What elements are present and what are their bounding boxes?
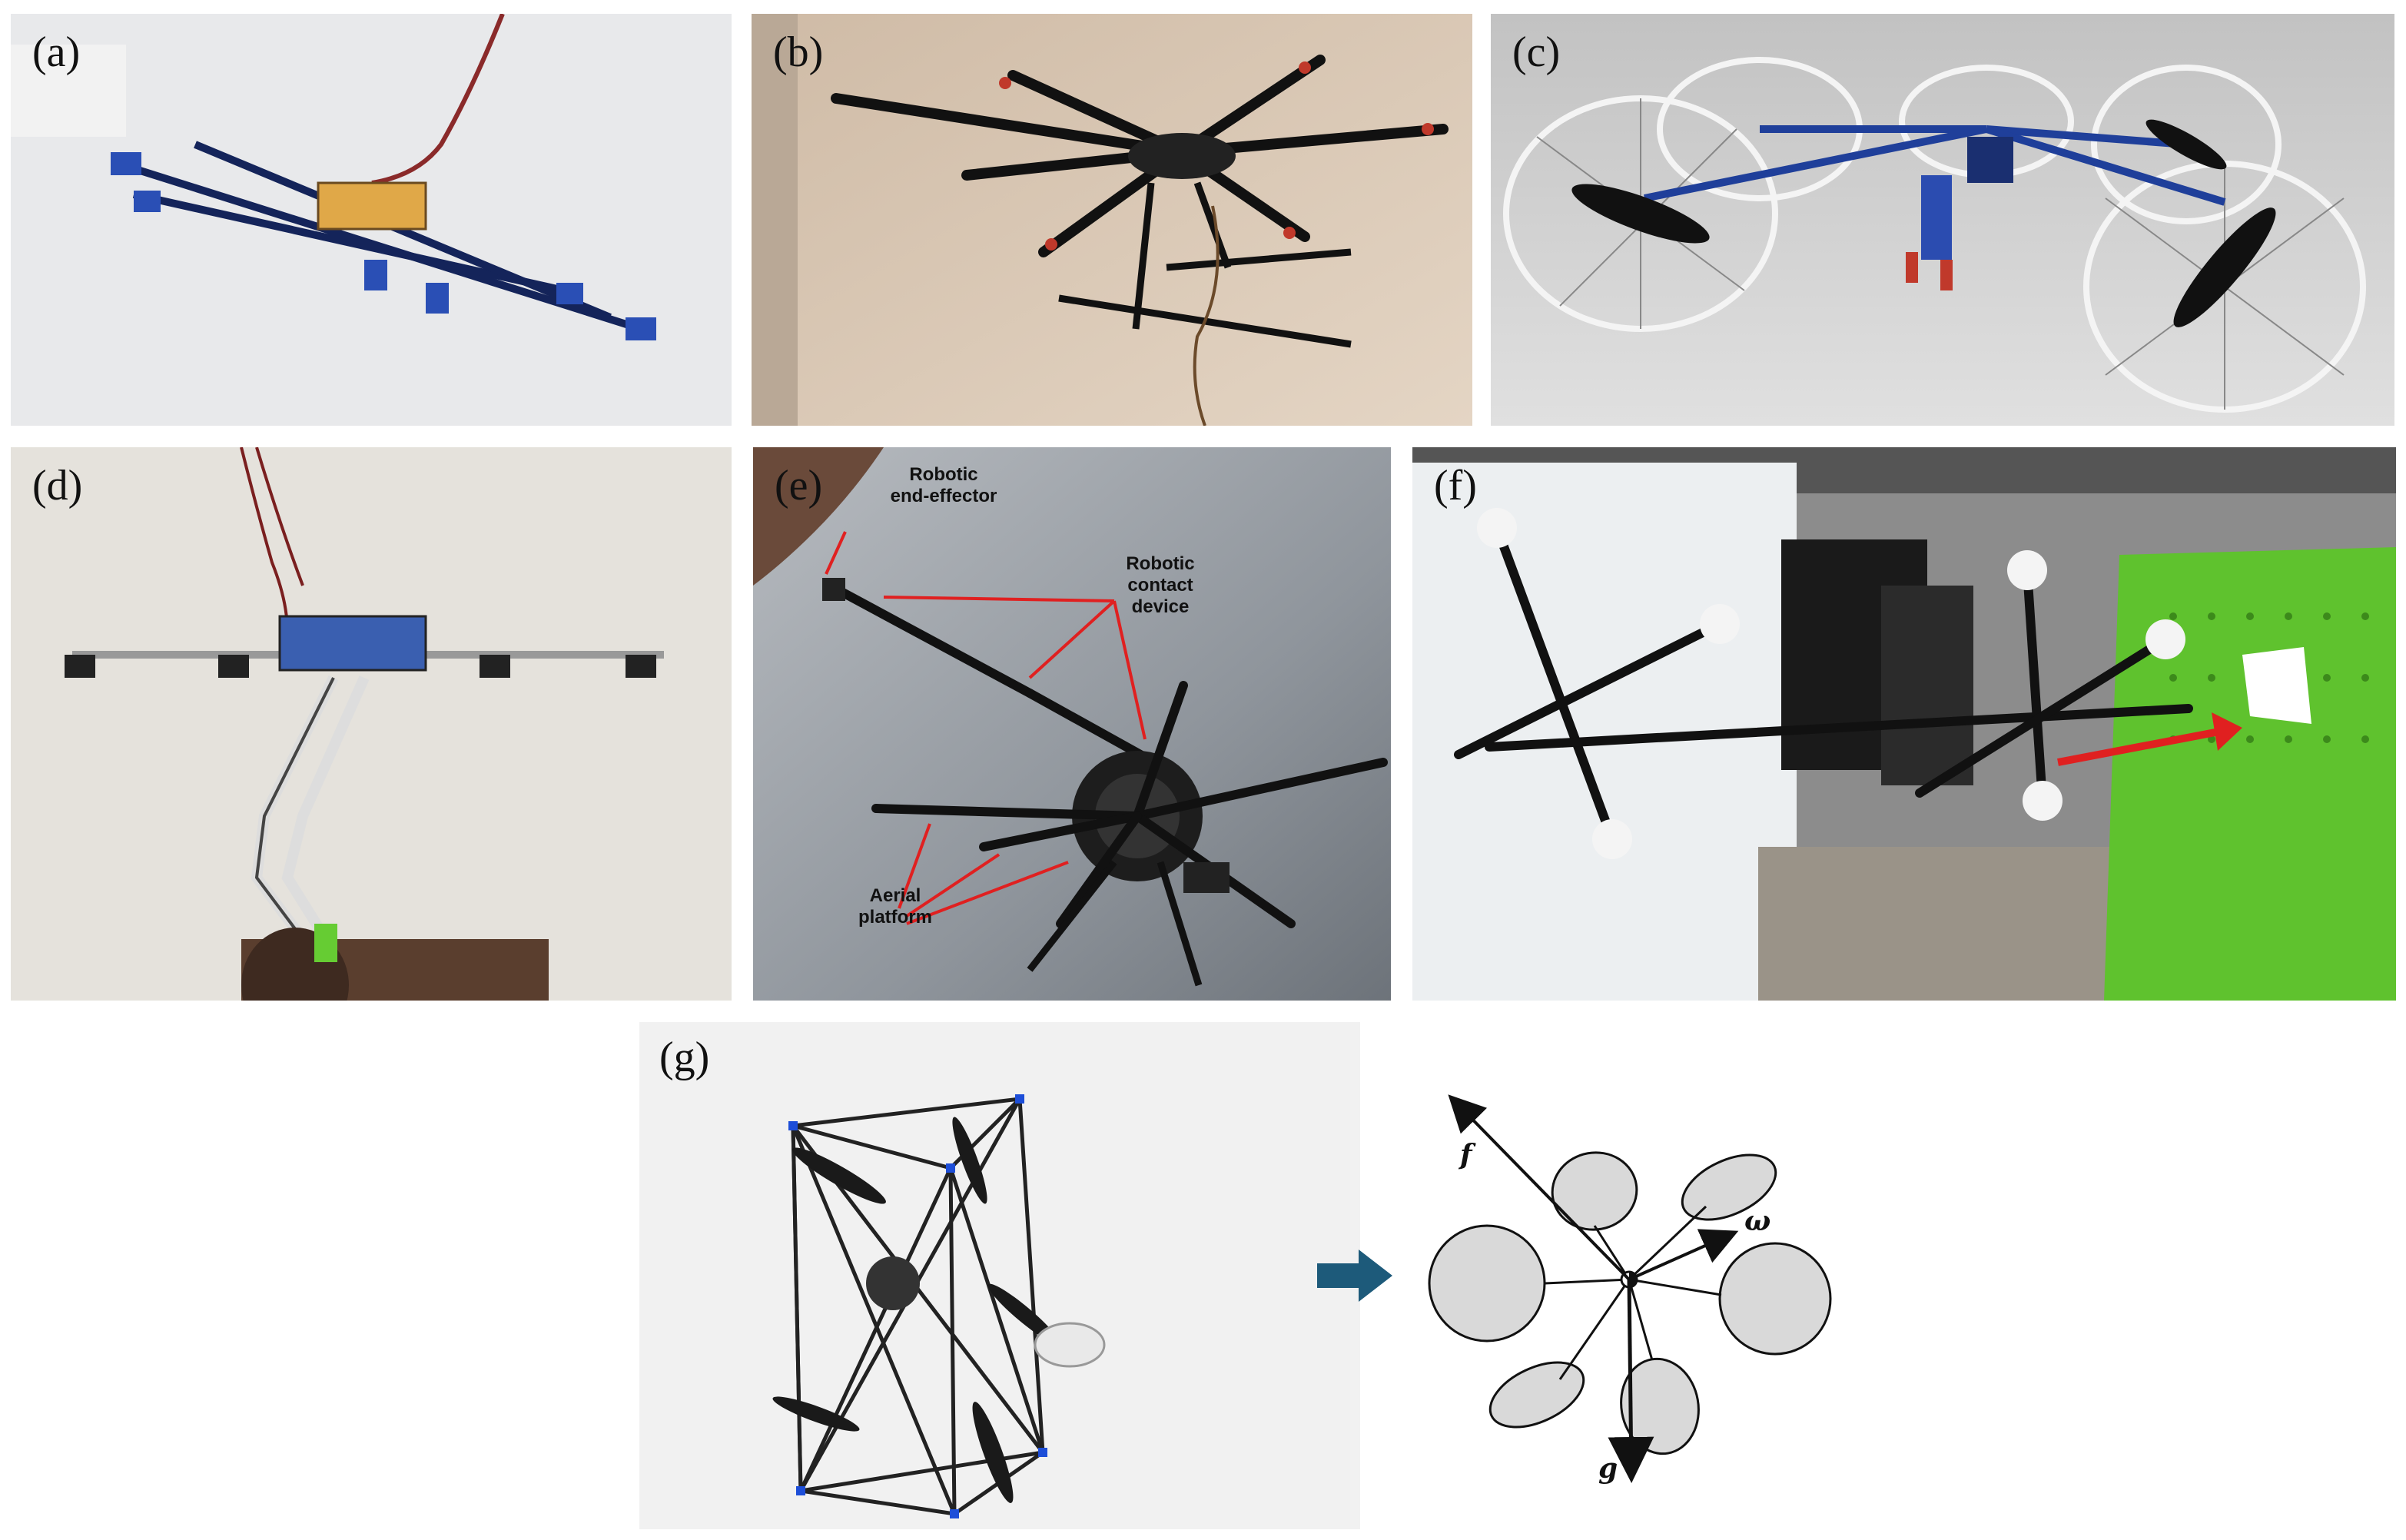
panel-f-drone-drawing <box>1412 447 2396 1001</box>
annotation-end-effector: Robotic end-effector <box>890 464 997 506</box>
panel-g: (g) <box>639 1022 1360 1529</box>
panel-c-label: (c) <box>1512 28 1561 76</box>
annotation-aerial-platform: Aerial platform <box>858 885 932 928</box>
rotor-schematic-drawing <box>1428 1094 1832 1483</box>
panel-b: (b) <box>752 14 1472 426</box>
flow-arrow-icon <box>1317 1250 1392 1302</box>
panel-a-label: (a) <box>32 28 81 76</box>
panel-a-drone-drawing <box>11 14 732 426</box>
panel-f: (f) <box>1412 447 2396 1001</box>
panel-c-drone-drawing <box>1491 14 2394 426</box>
panel-e: Robotic end-effector Robotic contact dev… <box>753 447 1391 1001</box>
panel-b-drone-drawing <box>752 14 1472 426</box>
panel-e-drone-drawing <box>753 447 1391 1001</box>
rotor-schematic: f ω g <box>1414 1091 1860 1491</box>
omega-symbol: ω <box>1744 1205 1771 1237</box>
panel-c: (c) <box>1491 14 2394 426</box>
panel-e-label: (e) <box>775 462 823 509</box>
panel-f-label: (f) <box>1434 462 1477 509</box>
panel-g-label: (g) <box>659 1034 710 1081</box>
panel-b-label: (b) <box>773 28 824 76</box>
annotation-contact-device: Robotic contact device <box>1126 553 1195 617</box>
panel-d-drone-drawing <box>11 447 732 1001</box>
panel-g-cube-drone-drawing <box>639 1022 1360 1529</box>
panel-d: (d) <box>11 447 732 1001</box>
gravity-symbol: g <box>1598 1452 1618 1485</box>
panel-a: (a) <box>11 14 732 426</box>
force-symbol: f <box>1460 1139 1472 1171</box>
panel-d-label: (d) <box>32 462 83 509</box>
